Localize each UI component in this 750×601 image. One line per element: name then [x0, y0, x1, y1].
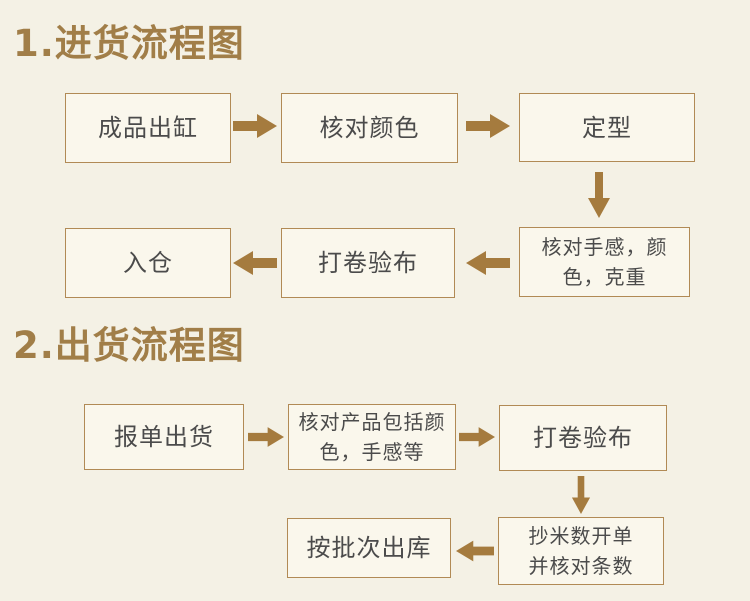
- arrow-right-icon: [248, 427, 284, 447]
- arrow-down-icon: [588, 172, 610, 218]
- step-record-meters-and-check-count: 抄米数开单 并核对条数: [498, 517, 664, 585]
- arrow-right-icon: [233, 114, 277, 138]
- section-title-outbound-flow: 2.出货流程图: [13, 324, 245, 367]
- arrow-right-icon: [466, 114, 510, 138]
- step-check-product-color-feel: 核对产品包括颜 色，手感等: [288, 404, 456, 470]
- step-check-color: 核对颜色: [281, 93, 458, 163]
- arrow-left-icon: [233, 251, 277, 275]
- arrow-left-icon: [466, 251, 510, 275]
- step-shaping: 定型: [519, 93, 695, 162]
- arrow-down-icon: [571, 476, 591, 514]
- arrow-right-icon: [459, 427, 495, 447]
- section-title-inbound-flow: 1.进货流程图: [13, 22, 245, 65]
- step-roll-and-inspect-fabric: 打卷验布: [281, 228, 455, 298]
- step-into-warehouse: 入仓: [65, 228, 231, 298]
- step-finished-product-out-of-vat: 成品出缸: [65, 93, 231, 163]
- step-roll-and-inspect-fabric: 打卷验布: [499, 405, 667, 471]
- step-outbound-by-batch: 按批次出库: [287, 518, 451, 578]
- arrow-left-icon: [456, 540, 494, 562]
- step-report-and-ship: 报单出货: [84, 404, 244, 470]
- step-check-feel-color-weight: 核对手感，颜 色，克重: [519, 227, 690, 297]
